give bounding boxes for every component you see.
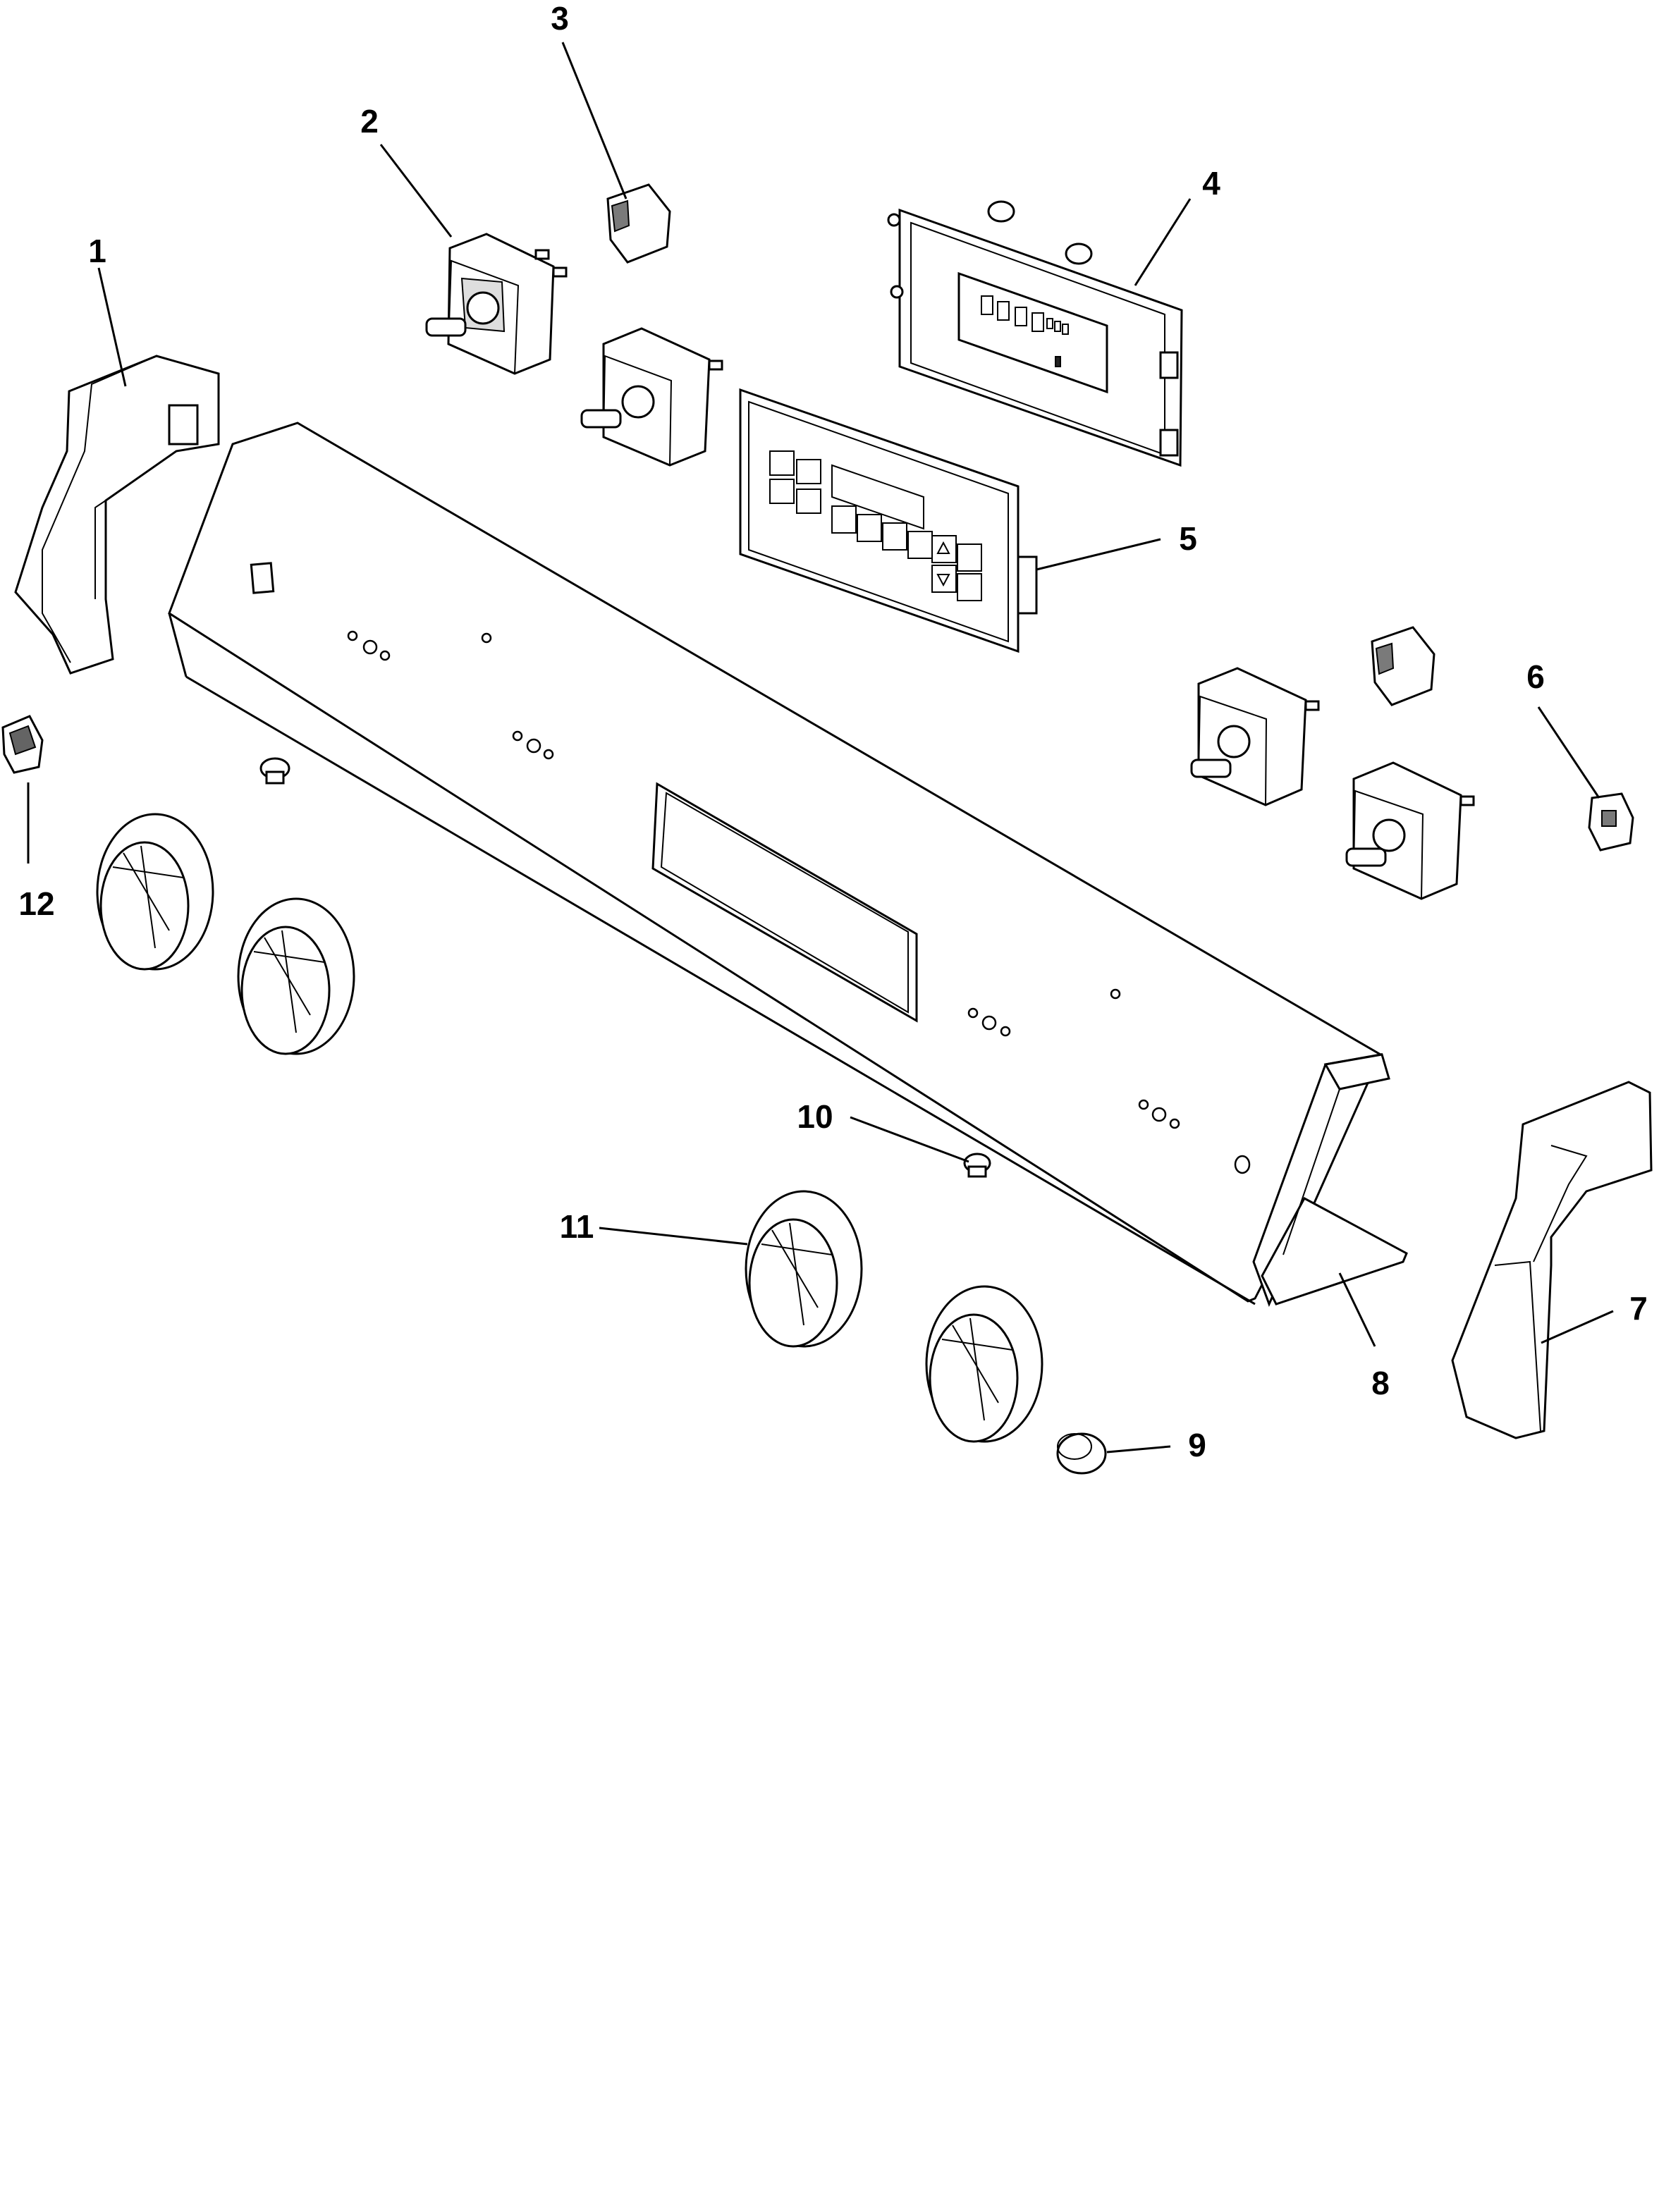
callout-7: 7: [1629, 1290, 1648, 1327]
right-end-cap: [1451, 1081, 1653, 1439]
touch-control-pad: [739, 388, 1038, 653]
rotary-switch-4: [1345, 761, 1475, 900]
rotary-switch-3: [1190, 667, 1320, 806]
callout-12: 12: [18, 885, 54, 922]
callout-8: 8: [1371, 1365, 1390, 1401]
push-button-9: [1056, 1432, 1107, 1475]
rocker-switch-12: [1, 715, 44, 774]
electronic-clock-display: [887, 200, 1183, 467]
callout-10: 10: [797, 1098, 833, 1135]
knob-4: [925, 1285, 1043, 1443]
display-digits: [981, 295, 1069, 367]
rotary-switch-2: [580, 327, 723, 467]
knob-1: [96, 813, 214, 971]
callout-11: 11: [560, 1208, 594, 1245]
callout-5: 5: [1179, 520, 1197, 557]
callout-3: 3: [551, 0, 569, 37]
rotary-switch-1: [425, 233, 568, 375]
control-panel: [168, 422, 1408, 1307]
callout-1: 1: [88, 233, 106, 269]
relay-switch-2: [1371, 626, 1435, 706]
left-end-cap: [14, 355, 220, 675]
callout-6: 6: [1526, 658, 1545, 695]
bumper-10b: [963, 1153, 991, 1178]
small-switch-6: [1588, 792, 1634, 852]
leader-lines: [27, 42, 1614, 1454]
bumper-10a: [259, 757, 290, 785]
callout-4: 4: [1202, 165, 1220, 202]
relay-switch-1: [606, 183, 671, 264]
callout-2: 2: [360, 103, 379, 140]
callout-labels: 1 2 3 4 5 6 7 8 9 10 11 12: [18, 0, 1647, 1463]
callout-9: 9: [1188, 1427, 1206, 1463]
knob-3: [745, 1190, 863, 1348]
knob-2: [237, 897, 355, 1055]
